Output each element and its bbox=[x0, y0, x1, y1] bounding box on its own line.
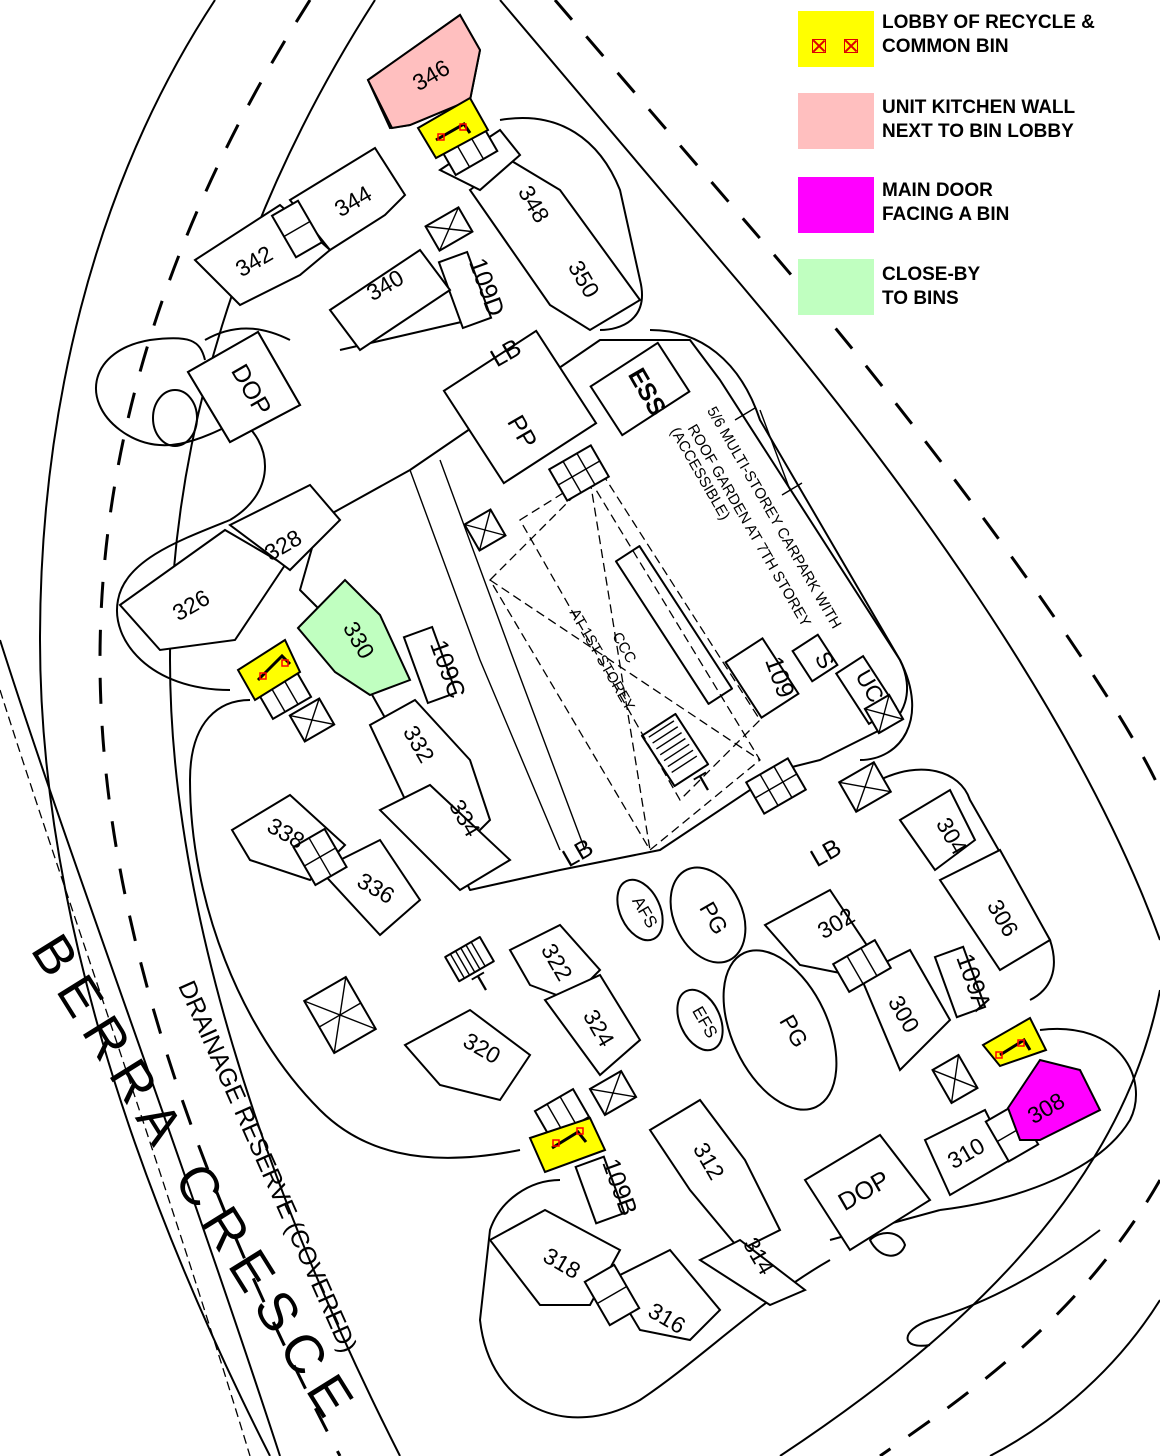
legend-swatch-main-door bbox=[798, 177, 874, 233]
bin-icon bbox=[844, 39, 858, 53]
label-lb-right: LB bbox=[806, 833, 846, 873]
legend-label-main-door: MAIN DOOR FACING A BIN bbox=[882, 180, 1010, 225]
carpark-building bbox=[299, 250, 987, 1225]
bin-lobby-109a bbox=[981, 1016, 1048, 1068]
carpark-note-2: ROOF GARDEN AT 7TH STOREY bbox=[684, 422, 814, 630]
service-boxes bbox=[288, 206, 979, 1117]
bin-lobby-109c bbox=[236, 638, 302, 702]
stair-hatch bbox=[648, 720, 698, 774]
label-t-ccc: T bbox=[690, 767, 717, 799]
legend-label-bin-lobby: LOBBY OF RECYCLE & COMMON BIN bbox=[882, 12, 1095, 57]
legend-item-kitchen-wall: UNIT KITCHEN WALL NEXT TO BIN LOBBY bbox=[798, 93, 1160, 149]
legend-swatch-kitchen-wall bbox=[798, 93, 874, 149]
carpark-arrows bbox=[734, 407, 803, 496]
label-pg-large: PG bbox=[774, 1010, 813, 1052]
bin-icon bbox=[812, 39, 826, 53]
legend-swatch-close-by bbox=[798, 259, 874, 315]
site-perimeter bbox=[95, 117, 1137, 1419]
legend-swatch-bin-lobby bbox=[798, 11, 874, 67]
highlight-zones bbox=[236, 13, 1102, 1174]
legend-item-close-by: CLOSE-BY TO BINS bbox=[798, 259, 1160, 315]
legend-item-bin-lobby: LOBBY OF RECYCLE & COMMON BIN bbox=[798, 11, 1160, 67]
bin-lobby-346 bbox=[416, 96, 490, 160]
bin-lobby-109b bbox=[528, 1116, 607, 1174]
close-by-330 bbox=[296, 578, 412, 697]
label-t-320: T bbox=[468, 967, 495, 999]
label-pg-small: PG bbox=[694, 897, 733, 939]
legend-label-kitchen-wall: UNIT KITCHEN WALL NEXT TO BIN LOBBY bbox=[882, 97, 1076, 142]
legend-item-main-door: MAIN DOOR FACING A BIN bbox=[798, 177, 1160, 233]
playgrounds bbox=[616, 866, 838, 1111]
label-lb-mid: LB bbox=[558, 833, 598, 873]
lift-lobbies bbox=[255, 123, 1040, 1327]
stair-320 bbox=[444, 936, 495, 983]
main-door-308 bbox=[1006, 1058, 1102, 1141]
legend-label-close-by: CLOSE-BY TO BINS bbox=[882, 264, 981, 309]
